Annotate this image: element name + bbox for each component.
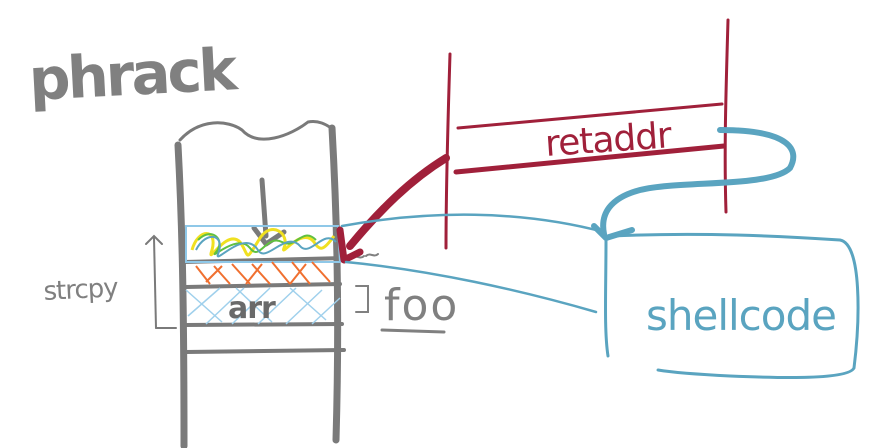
retaddr-to-shellcode-arrow <box>591 127 797 241</box>
overflow-box <box>185 225 342 263</box>
stack-frame <box>174 120 347 448</box>
retaddr-label: retaddr <box>544 115 674 165</box>
strcpy-label: strcpy <box>43 273 119 307</box>
strcpy-bracket <box>145 234 177 329</box>
blue-loops <box>195 235 337 258</box>
stack-to-shellcode-lines <box>340 213 606 314</box>
shellcode-box <box>604 232 860 379</box>
yellow-loops <box>190 228 336 257</box>
stack-line-2 <box>184 282 342 289</box>
stack-line-4 <box>184 348 346 354</box>
blue-hatch <box>185 287 341 325</box>
title-text: phrack <box>27 35 240 114</box>
stack-down-arrow-shaft <box>259 177 269 239</box>
arr-label: arr <box>228 291 276 326</box>
stack-down-arrow-head <box>251 225 287 247</box>
retaddr-left-wall <box>444 52 452 250</box>
overflow-scribbles <box>185 225 342 325</box>
retaddr-line-bottom <box>453 143 727 175</box>
shellcode-label: shellcode <box>646 291 836 340</box>
stack-line-3 <box>184 322 344 327</box>
stack-left-wall <box>174 141 188 448</box>
stack-top-jagged <box>178 120 336 142</box>
foo-label: foo <box>384 280 459 331</box>
orange-hatch <box>195 261 331 285</box>
retaddr-to-stack-arrow <box>336 154 450 264</box>
retaddr-line-top <box>456 102 724 130</box>
foo-bracket <box>351 253 446 334</box>
retaddr-box <box>444 18 730 250</box>
retaddr-right-wall <box>723 18 730 214</box>
